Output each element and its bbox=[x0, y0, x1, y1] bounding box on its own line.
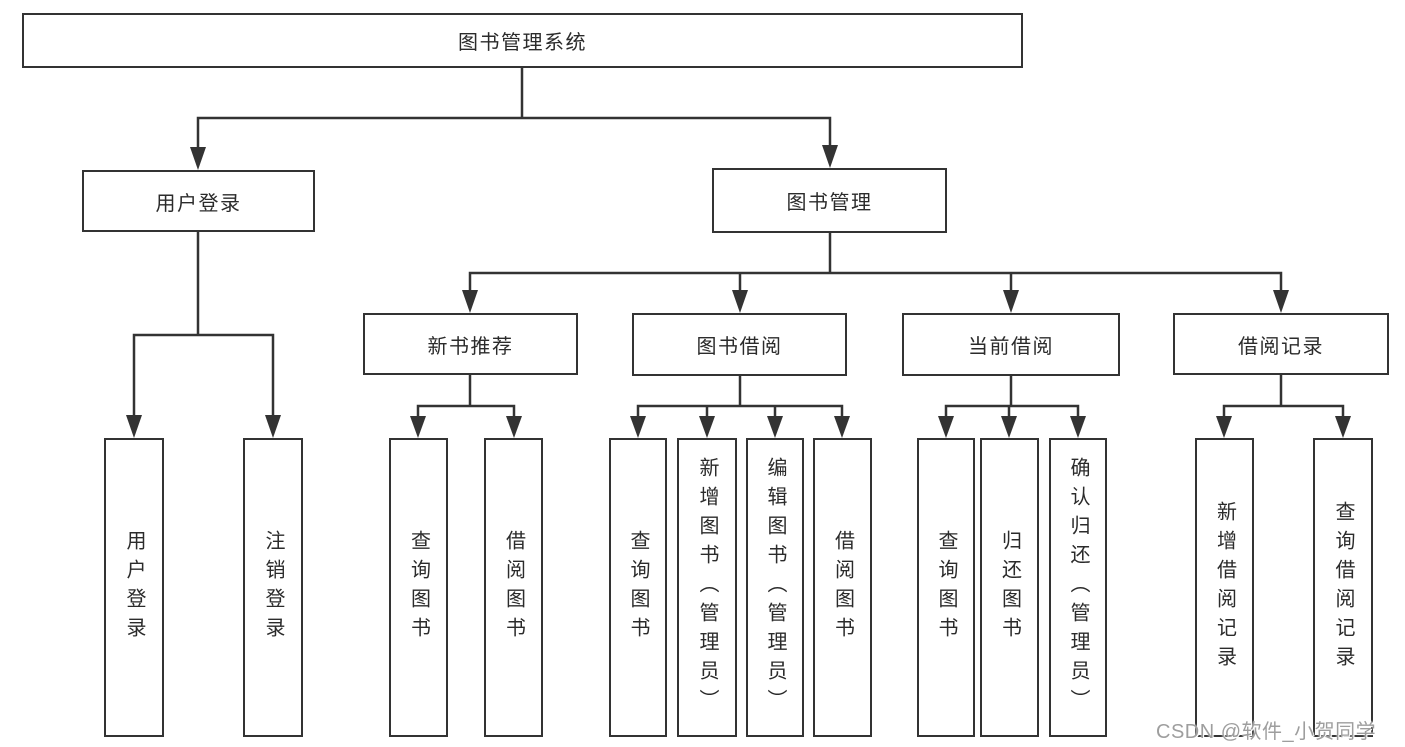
leaf-borrow-books: 借阅图书 bbox=[813, 438, 872, 737]
node-new-book-recommend: 新书推荐 bbox=[363, 313, 578, 375]
leaf-add-borrow-record: 新增借阅记录 bbox=[1195, 438, 1254, 737]
leaf-query-books-borrow: 查询图书 bbox=[609, 438, 667, 737]
csdn-watermark: CSDN @软件_小贺同学 bbox=[1156, 721, 1377, 743]
node-label: 查询借阅记录 bbox=[1332, 500, 1354, 675]
node-label: 图书借阅 bbox=[696, 336, 783, 358]
node-label: 查询图书 bbox=[627, 529, 649, 646]
node-label: 当前借阅 bbox=[968, 336, 1054, 358]
leaf-query-books-current: 查询图书 bbox=[917, 438, 975, 737]
leaf-confirm-return-admin: 确认归还（管理员） bbox=[1049, 438, 1107, 737]
node-label: 图书管理系统 bbox=[458, 32, 587, 54]
node-label: 新增图书（管理员） bbox=[696, 457, 718, 718]
node-label: 借阅记录 bbox=[1238, 335, 1324, 358]
leaf-return-books: 归还图书 bbox=[980, 438, 1039, 737]
node-user-login: 用户登录 bbox=[82, 170, 315, 232]
node-label: 新书推荐 bbox=[427, 335, 514, 358]
node-current-borrow: 当前借阅 bbox=[902, 313, 1120, 376]
node-label: 借阅图书 bbox=[831, 529, 854, 646]
node-label: 编辑图书（管理员） bbox=[764, 457, 786, 718]
leaf-borrow-books-recommend: 借阅图书 bbox=[484, 438, 543, 737]
leaf-user-login: 用户登录 bbox=[104, 438, 164, 737]
leaf-query-borrow-record: 查询借阅记录 bbox=[1313, 438, 1373, 737]
leaf-add-books-admin: 新增图书（管理员） bbox=[677, 438, 737, 737]
leaf-edit-books-admin: 编辑图书（管理员） bbox=[746, 438, 804, 737]
node-label: 查询图书 bbox=[935, 529, 957, 646]
node-label: 新增借阅记录 bbox=[1213, 500, 1236, 675]
node-label: 查询图书 bbox=[407, 529, 430, 646]
leaf-query-books-recommend: 查询图书 bbox=[389, 438, 448, 737]
node-label: 用户登录 bbox=[123, 529, 145, 646]
node-library-management-system: 图书管理系统 bbox=[22, 13, 1023, 68]
node-label: 归还图书 bbox=[998, 529, 1021, 646]
node-book-borrow: 图书借阅 bbox=[632, 313, 847, 376]
node-label: 确认归还（管理员） bbox=[1067, 457, 1089, 718]
node-label: 注销登录 bbox=[262, 529, 284, 646]
node-label: 用户登录 bbox=[155, 192, 242, 215]
node-book-management: 图书管理 bbox=[712, 168, 947, 233]
node-label: 借阅图书 bbox=[502, 529, 525, 646]
leaf-logout: 注销登录 bbox=[243, 438, 303, 737]
node-borrow-records: 借阅记录 bbox=[1173, 313, 1389, 375]
node-label: 图书管理 bbox=[786, 192, 873, 214]
